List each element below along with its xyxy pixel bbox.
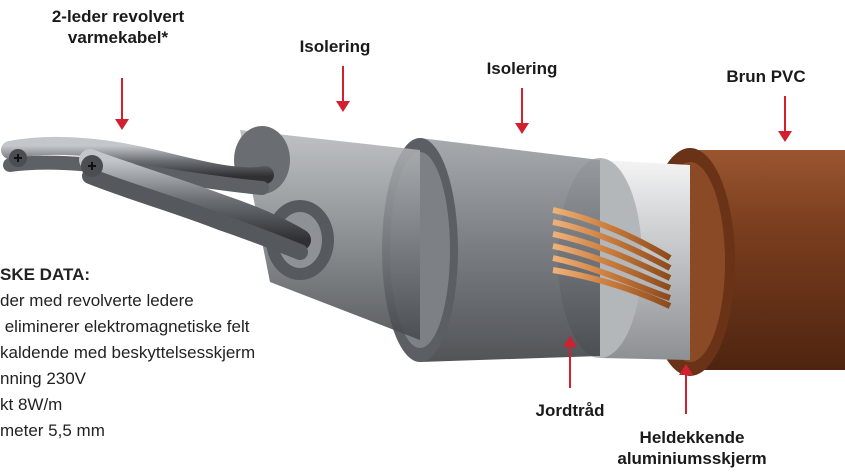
spec-line: nning 230V — [0, 366, 400, 392]
spec-line: meter 5,5 mm — [0, 418, 400, 444]
label-brown-pvc: Brun PVC — [706, 66, 826, 87]
arrow-insulation-outer — [515, 88, 529, 134]
label-aluminium-screen: Heldekkende aluminiumsskjerm — [612, 427, 772, 469]
label-heating-cable: 2-leder revolvert varmekabel* — [28, 6, 208, 48]
label-heating-cable-line1: 2-leder revolvert — [28, 6, 208, 27]
label-aluminium-screen-line1: Heldekkende — [612, 427, 772, 448]
arrow-insulation-inner — [336, 66, 350, 112]
label-insulation-inner: Isolering — [280, 36, 390, 57]
arrow-brown-pvc — [778, 96, 792, 142]
label-heating-cable-line2: varmekabel* — [28, 27, 208, 48]
spec-line: kt 8W/m — [0, 392, 400, 418]
spec-line: kaldende med beskyttelsesskjerm — [0, 340, 400, 366]
label-aluminium-screen-line2: aluminiumsskjerm — [612, 448, 772, 469]
spec-line: eliminerer elektromagnetiske felt — [0, 314, 400, 340]
label-insulation-outer: Isolering — [467, 58, 577, 79]
spec-line: der med revolverte ledere — [0, 288, 400, 314]
label-ground-wire: Jordtråd — [515, 400, 625, 421]
spec-heading: SKE DATA: — [0, 262, 400, 288]
arrow-ground-wire — [563, 336, 577, 388]
arrow-heating-cable — [115, 78, 129, 130]
arrow-aluminium-screen — [679, 364, 693, 414]
spec-list: SKE DATA: der med revolverte ledere elim… — [0, 262, 400, 444]
